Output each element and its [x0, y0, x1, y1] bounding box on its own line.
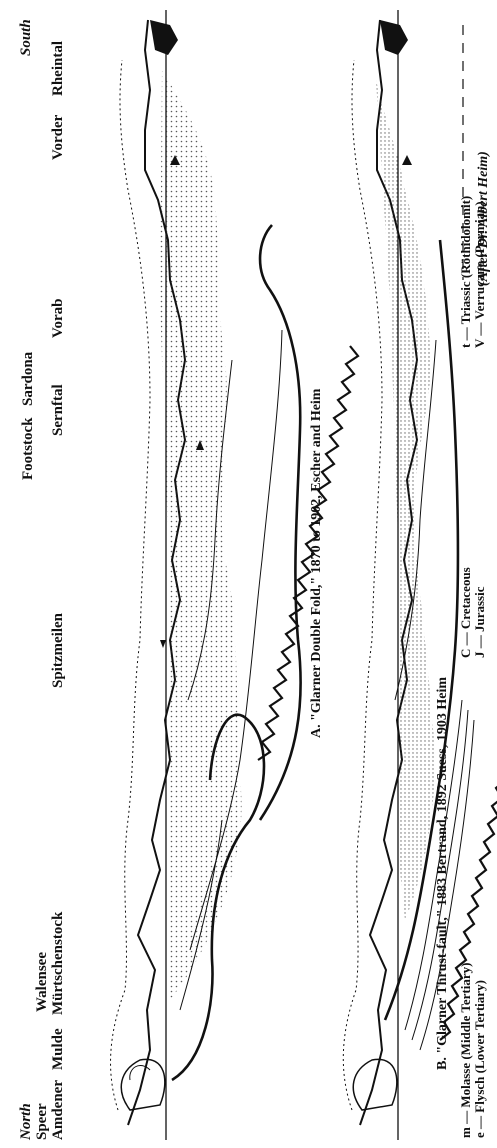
legend-item-verrucano: V — Verrucano (Permian)	[472, 201, 487, 348]
label-sardona: Sardona	[20, 351, 36, 406]
section-b-flysch-fill	[376, 80, 435, 920]
section-a-eroded-outline	[111, 60, 150, 1110]
label-south: South	[18, 19, 34, 56]
label-rheintal: Rheintal	[50, 41, 66, 96]
legend-item-flysch: e — Flysch (Lower Tertiary)	[472, 980, 487, 1138]
label-spitzmeilen: Spitzmeilen	[50, 612, 66, 688]
label-vorder: Vorder	[50, 114, 66, 160]
section-b-caption-group: B. "Glarner Thrust-fault," 1883 Bertrand…	[435, 677, 450, 1070]
section-b-caption: B. "Glarner Thrust-fault," 1883 Bertrand…	[435, 677, 450, 1070]
label-murtschenstock: Mürtschenstock	[50, 911, 66, 1015]
label-walensee: Walensee	[34, 952, 50, 1012]
section-a-caption: A. "Glarner Double Fold," 1870 to 1902, …	[309, 388, 324, 738]
section-a-caption-group: A. "Glarner Double Fold," 1870 to 1902, …	[309, 388, 324, 738]
label-vorab: Vorab	[50, 299, 66, 338]
legend: m — Molasse (Middle Tertiary) e — Flysch…	[458, 196, 487, 1138]
legend-item-jurassic: J — Jurassic	[472, 586, 487, 658]
section-a-flysch-fill	[160, 70, 242, 1000]
label-sernftal: Sernftal	[50, 384, 66, 436]
place-labels: North Speer Amdener Mulde Walensee Mürts…	[18, 19, 66, 1141]
label-amdener: Amdener	[50, 1080, 66, 1140]
label-north: North	[18, 1103, 34, 1141]
section-b	[343, 10, 497, 1140]
label-speer: Speer	[34, 1103, 50, 1140]
legend-item-molasse: m — Molasse (Middle Tertiary)	[458, 963, 473, 1138]
legend-item-triassic: t — Triassic (Röthidolomit)	[458, 196, 473, 348]
label-mulde: Mulde	[50, 1028, 66, 1070]
section-b-eroded-outline	[343, 60, 382, 1110]
section-a-verrucano	[258, 346, 358, 760]
label-footstock: Footstock	[20, 417, 36, 480]
legend-item-cretaceous: C — Cretaceous	[458, 567, 473, 658]
